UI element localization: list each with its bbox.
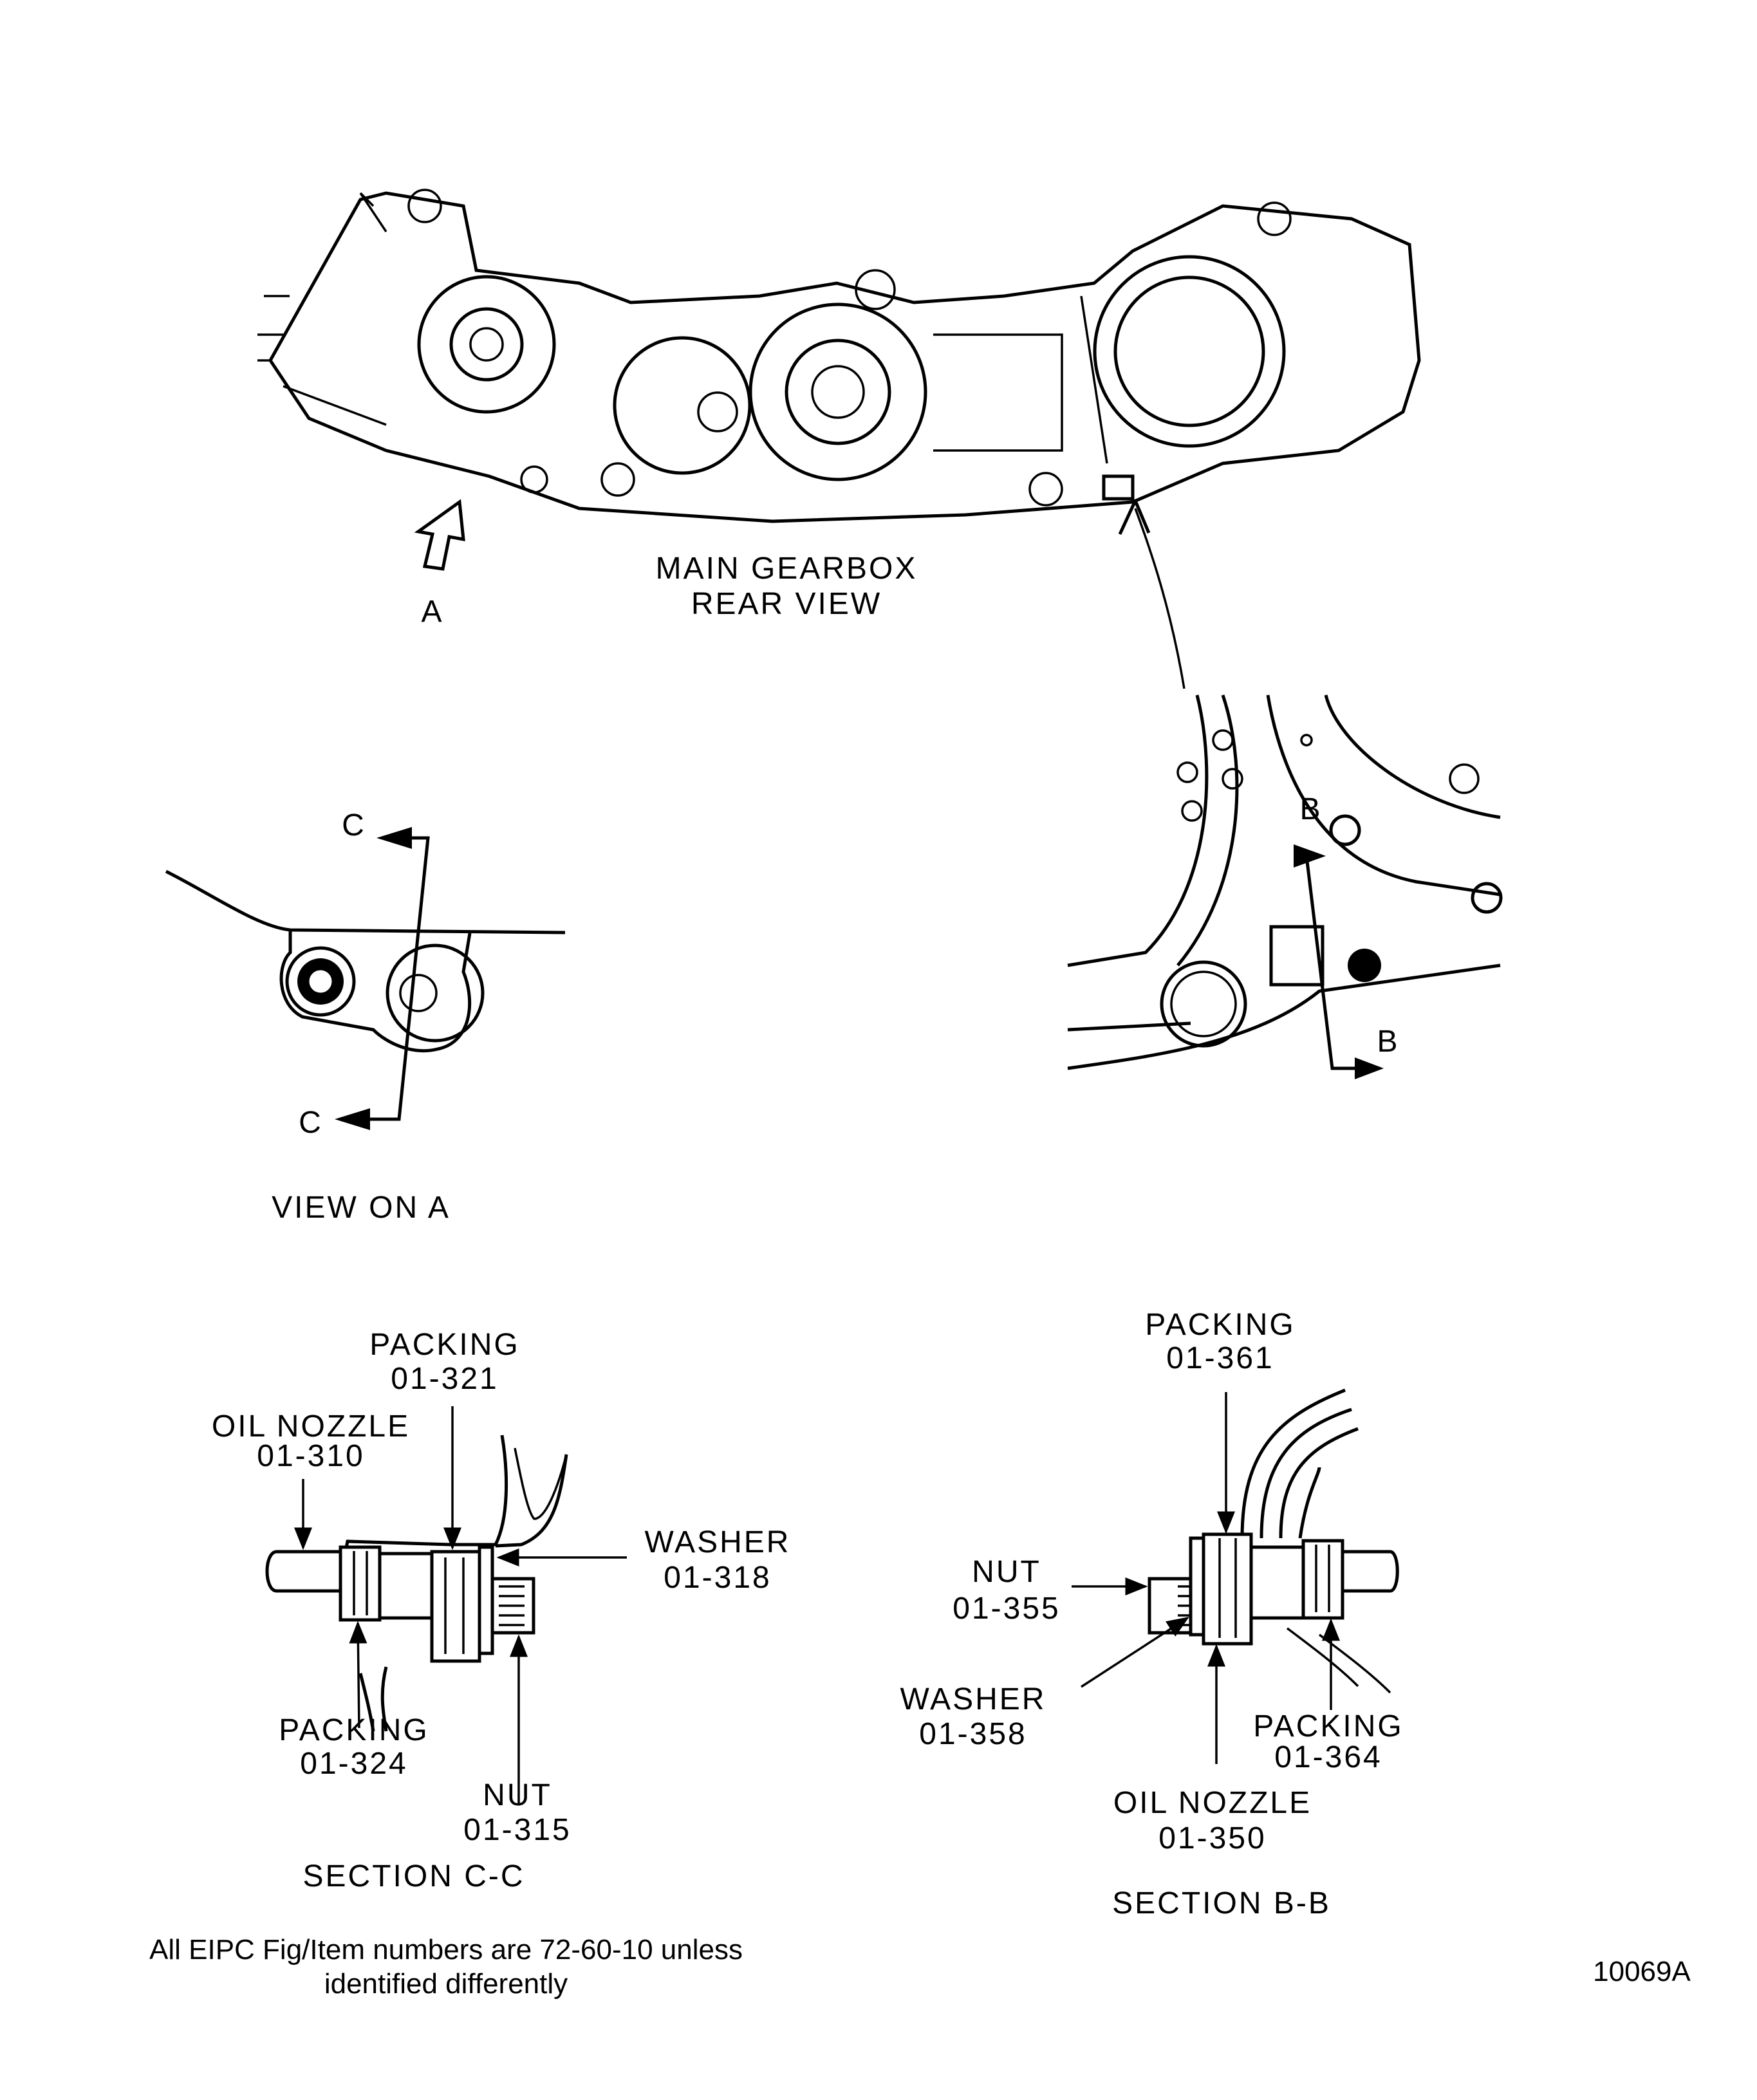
main-view-title-line2: REAR VIEW (691, 587, 882, 621)
callout-oil-nozzle-310-item: 01-310 (257, 1439, 364, 1473)
detail-b-leader-arrow (1118, 499, 1185, 689)
callout-packing-361-item: 01-361 (1166, 1341, 1274, 1375)
section-cc-drawing (265, 1435, 568, 1732)
view-on-a-caption: VIEW ON A (272, 1191, 451, 1225)
section-b-mark-top: B (1299, 792, 1322, 826)
callout-nut-355-name: NUT (972, 1555, 1041, 1589)
footnote-line1: All EIPC Fig/Item numbers are 72-60-10 u… (149, 1934, 743, 1965)
section-b-mark-bottom: B (1377, 1025, 1399, 1059)
callout-oil-nozzle-310-name: OIL NOZZLE (212, 1409, 410, 1444)
footnote-line2: identified differently (324, 1968, 568, 2000)
section-bb-leaders (1072, 1392, 1340, 1764)
callout-packing-324-item: 01-324 (300, 1747, 407, 1781)
section-c-mark-top: C (342, 808, 366, 842)
callout-nut-315-name: NUT (483, 1778, 552, 1812)
callout-washer-358-item: 01-358 (919, 1717, 1027, 1751)
callout-packing-364-item: 01-364 (1274, 1740, 1382, 1774)
callout-nut-315-item: 01-315 (463, 1813, 571, 1847)
callout-packing-321-item: 01-321 (391, 1362, 498, 1396)
detail-b-drawing (1067, 694, 1503, 1079)
callout-packing-321-name: PACKING (369, 1328, 519, 1362)
callout-packing-364-name: PACKING (1253, 1709, 1403, 1743)
callout-packing-361-name: PACKING (1145, 1308, 1295, 1342)
callout-washer-318-name: WASHER (645, 1525, 791, 1559)
view-on-a-drawing (165, 827, 566, 1130)
section-cc-caption: SECTION C-C (303, 1859, 525, 1893)
section-bb-caption: SECTION B-B (1112, 1886, 1331, 1920)
figure-number: 10069A (1593, 1956, 1691, 1987)
view-a-label: A (421, 595, 443, 629)
callout-oil-nozzle-350-name: OIL NOZZLE (1113, 1786, 1312, 1820)
callout-packing-324-name: PACKING (279, 1713, 429, 1747)
section-bb-drawing (1148, 1388, 1399, 1694)
section-c-mark-bottom: C (299, 1106, 323, 1140)
main-view-title-line1: MAIN GEARBOX (656, 552, 918, 586)
callout-nut-355-item: 01-355 (953, 1592, 1060, 1626)
callout-oil-nozzle-350-item: 01-350 (1158, 1821, 1266, 1855)
main-gearbox-drawing (257, 189, 1421, 523)
section-cc-leaders (294, 1406, 627, 1805)
callout-washer-358-name: WASHER (900, 1682, 1046, 1716)
view-a-arrow (414, 499, 465, 571)
callout-washer-318-item: 01-318 (664, 1561, 771, 1595)
